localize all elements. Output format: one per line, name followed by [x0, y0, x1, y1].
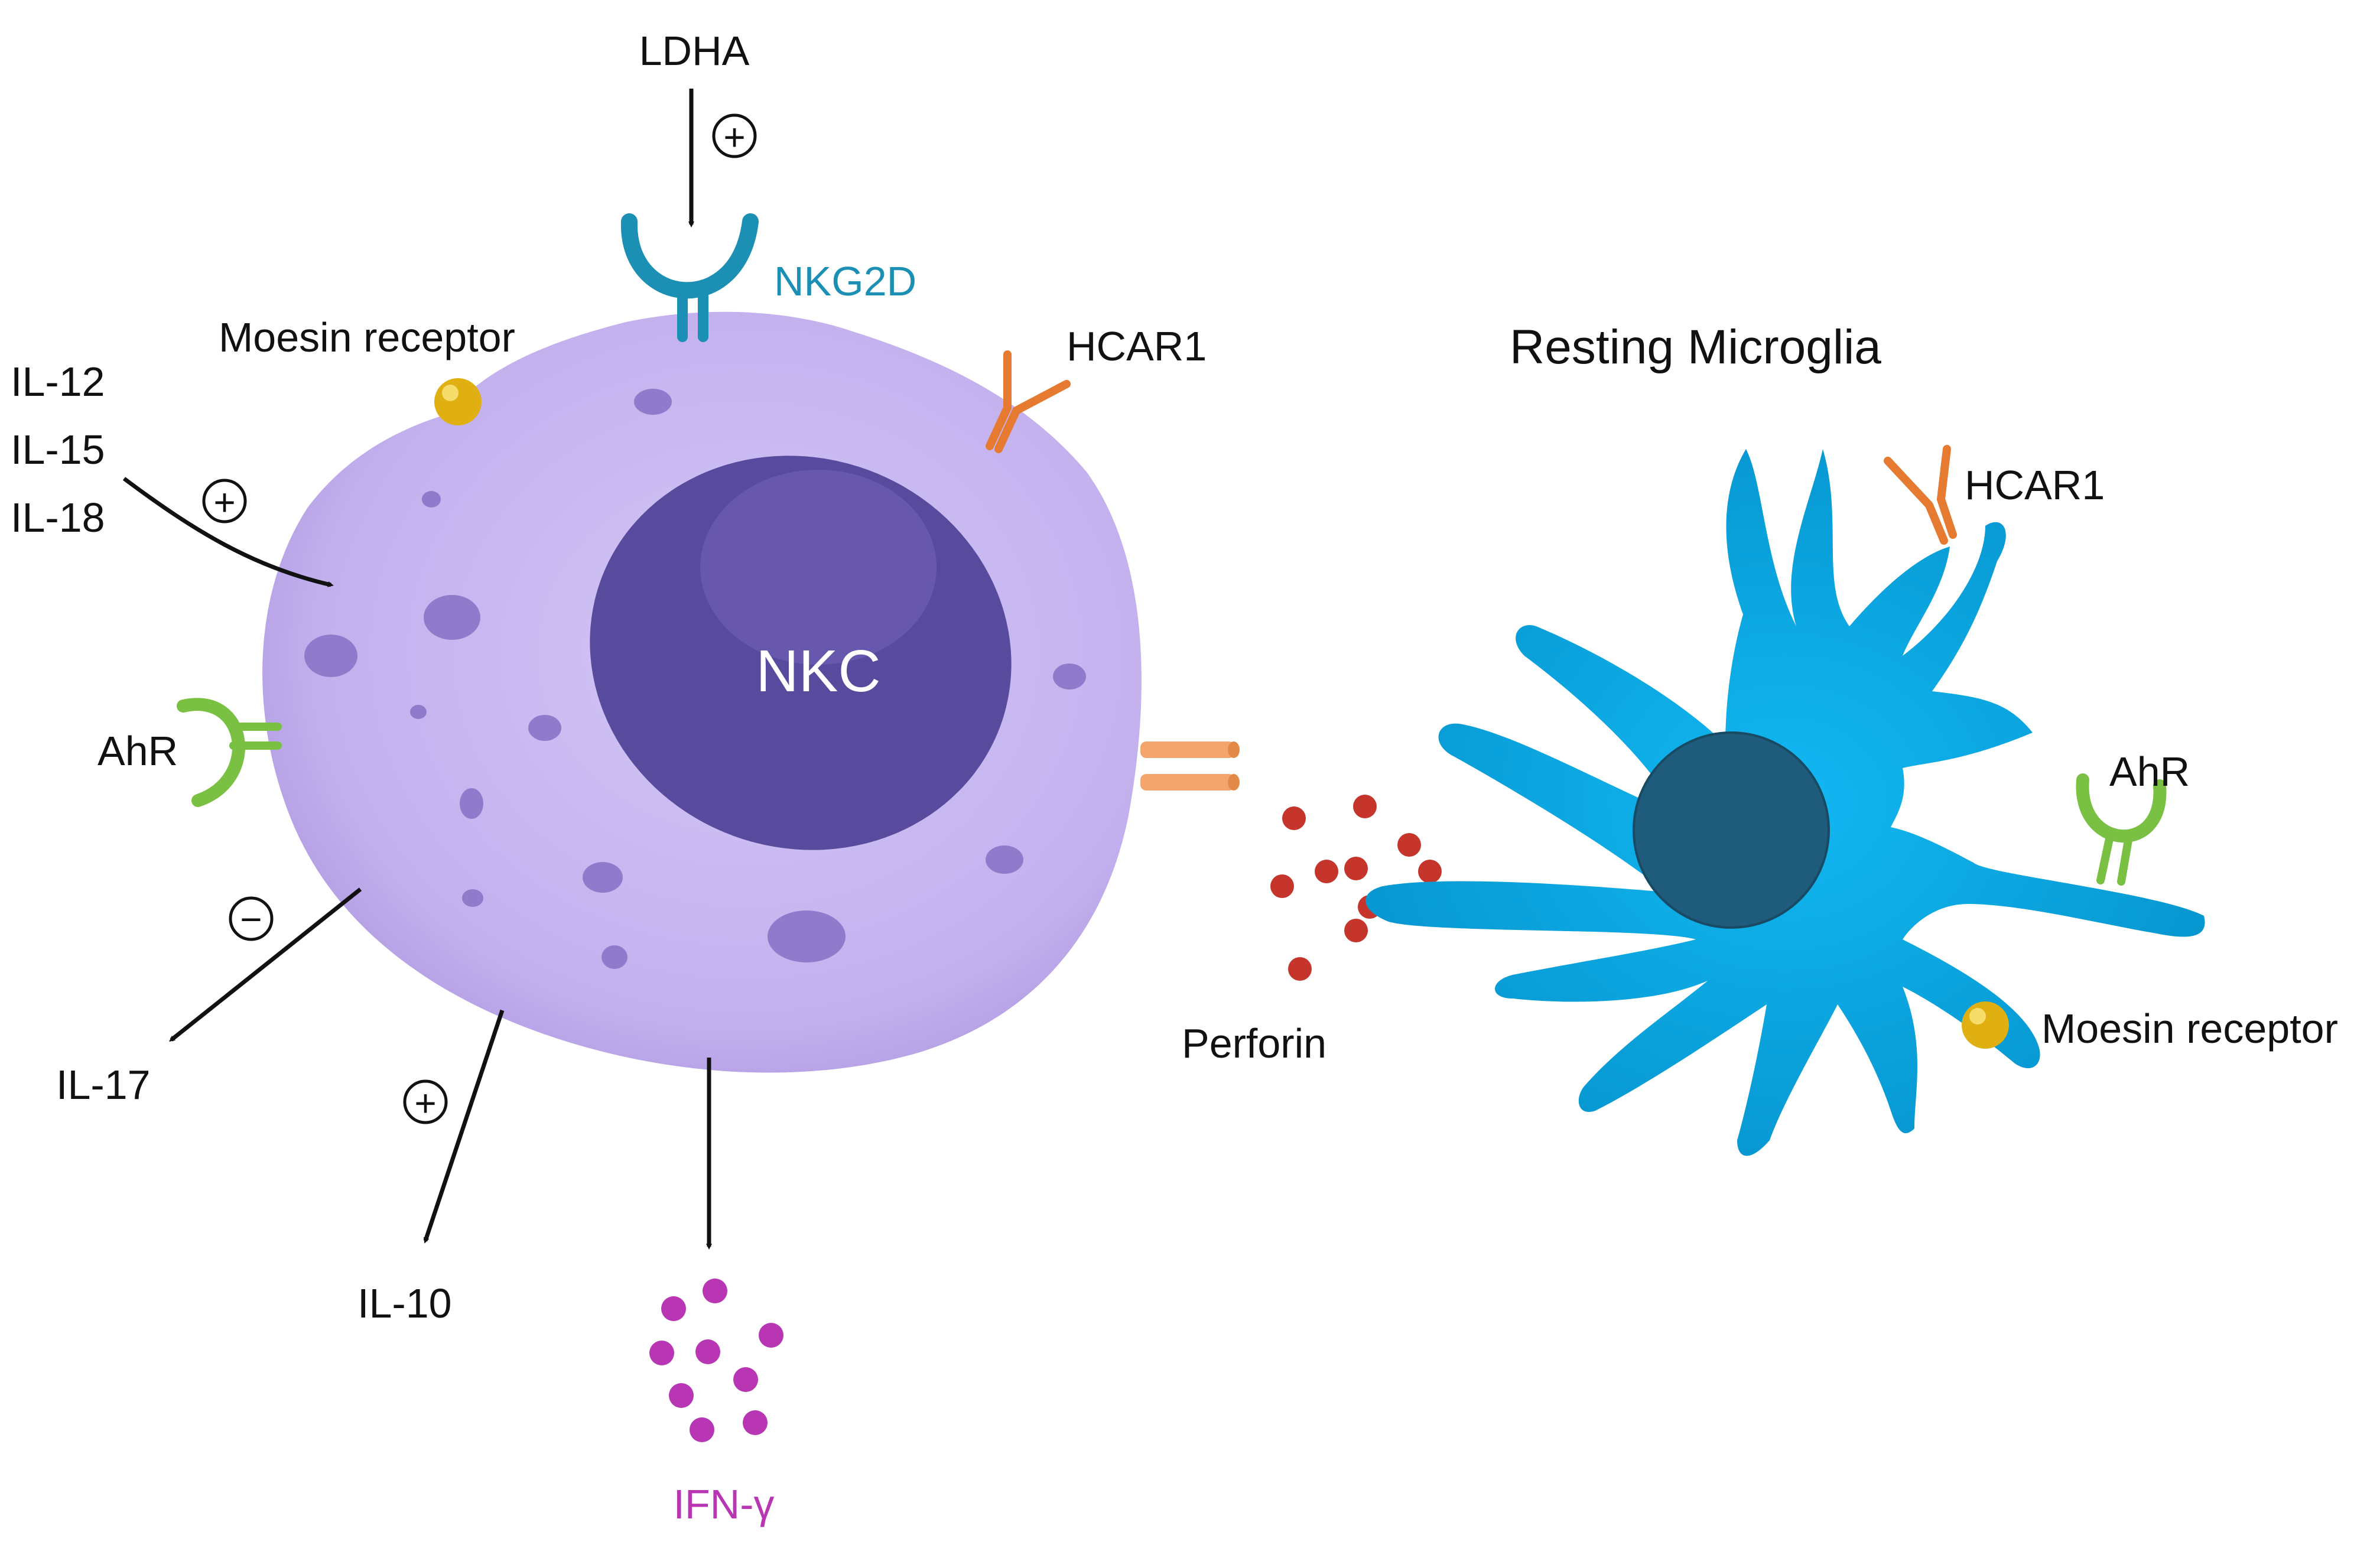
moesin-nk-label: Moesin receptor: [219, 314, 515, 360]
il17-minus-sign: −: [229, 896, 274, 941]
ahr-nk-receptor: [177, 698, 282, 807]
ldha-label: LDHA: [639, 28, 750, 74]
moesin-mg-icon: [1962, 1001, 2009, 1049]
microglia-cell: [1365, 449, 2205, 1156]
il10-label: IL-10: [357, 1280, 452, 1326]
nk-nucleus-highlight: [700, 470, 937, 665]
nkg2d-label: NKG2D: [774, 258, 916, 304]
il18-label: IL-18: [11, 495, 105, 541]
il-plus-sign: +: [202, 479, 247, 523]
nk-granules: [304, 389, 1086, 969]
perforin-dots: [1270, 795, 1442, 981]
ldha-plus-sign: +: [712, 113, 757, 158]
svg-text:+: +: [213, 481, 235, 523]
nkg2d-receptor: [620, 213, 759, 342]
microglia-nucleus: [1633, 731, 1830, 929]
il17-arrow: [169, 887, 362, 1042]
svg-text:−: −: [240, 898, 262, 941]
hcar1-mg-receptor: [1884, 445, 1957, 545]
il10-plus-sign: +: [403, 1079, 448, 1124]
moesin-nk-icon: [434, 378, 482, 425]
svg-text:+: +: [414, 1082, 436, 1124]
nkc-label: NKC: [756, 638, 880, 704]
il-input-arrow: [122, 477, 334, 587]
perforin-label: Perforin: [1182, 1020, 1326, 1066]
ahr-mg-label: AhR: [2109, 749, 2190, 795]
ahr-nk-label: AhR: [97, 728, 178, 774]
nk-cell: NKC: [262, 311, 1142, 1073]
ahr-mg-receptor: [2076, 773, 2167, 886]
il15-label: IL-15: [11, 427, 105, 473]
il17-label: IL-17: [56, 1062, 151, 1108]
moesin-mg-label: Moesin receptor: [2041, 1006, 2338, 1052]
il12-label: IL-12: [11, 359, 105, 405]
ifn-label: IFN-γ: [673, 1481, 774, 1527]
nk-microglia-connector: [1140, 741, 1240, 791]
ifn-dots: [649, 1279, 783, 1442]
hcar1-mg-label: HCAR1: [1965, 462, 2105, 508]
hcar1-nk-receptor: [986, 350, 1071, 453]
svg-text:+: +: [723, 116, 745, 158]
il10-arrow: [423, 1009, 505, 1244]
hcar1-nk-label: HCAR1: [1067, 323, 1207, 369]
microglia-title: Resting Microglia: [1510, 320, 1881, 374]
